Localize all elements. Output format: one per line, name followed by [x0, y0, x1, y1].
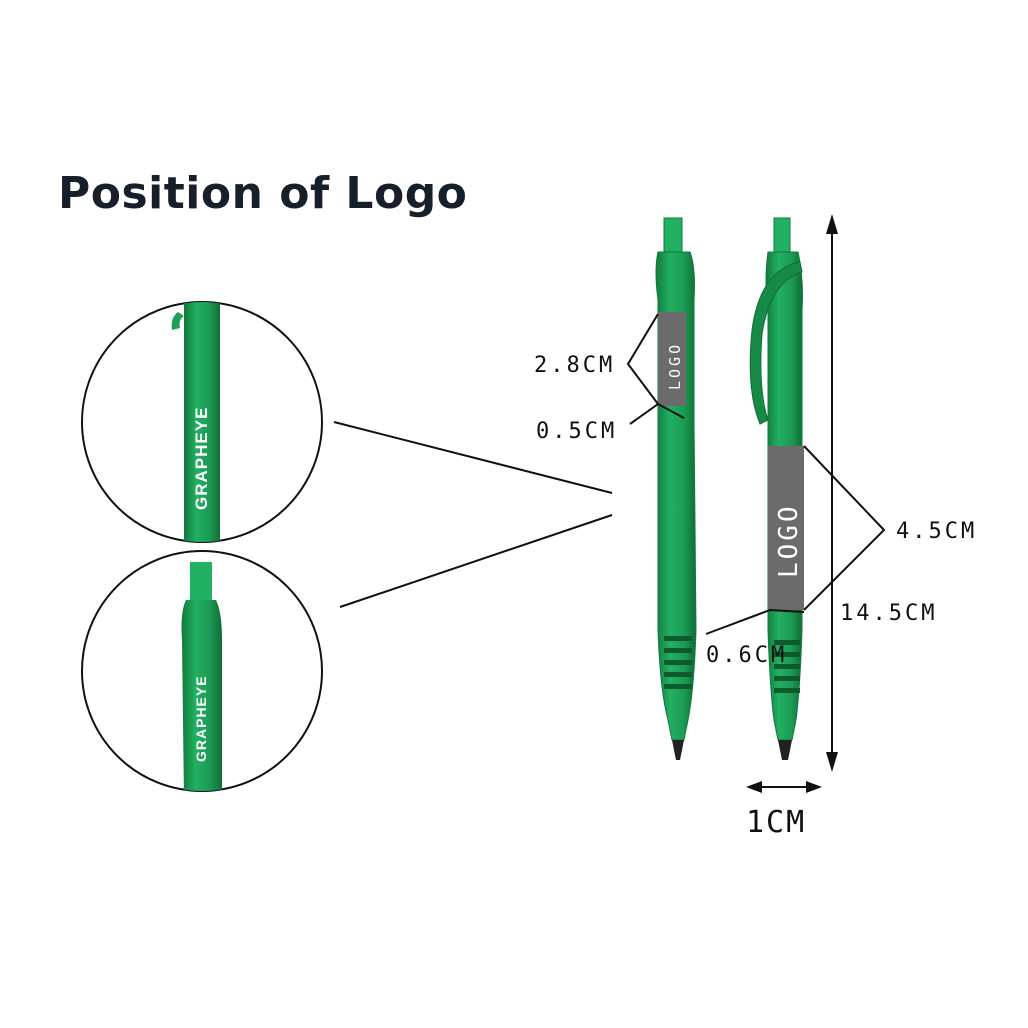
dim-side-total-length: 14.5CM	[840, 601, 937, 626]
pen-side-plunger	[773, 217, 791, 253]
pen-side-grip	[774, 640, 800, 693]
pen-front-plunger	[663, 217, 683, 253]
zoom-pen-body	[181, 600, 222, 791]
pen-side-logo-area	[768, 446, 804, 610]
dim-bracket-front-width	[629, 402, 685, 425]
connector-line-bottom	[339, 514, 613, 608]
pen-front-logo-label: LOGO	[666, 342, 684, 390]
dim-pen-width-arrow	[746, 781, 822, 793]
zoom-circle-bottom: GRAPHEYE	[81, 550, 323, 792]
dim-bracket-side-length	[803, 445, 886, 611]
page-title: Position of Logo	[58, 168, 468, 219]
pen-side-logo-label: LOGO	[774, 503, 804, 578]
pen-side-tip	[778, 740, 792, 760]
pen-side-clip	[749, 261, 803, 425]
dim-front-logo-width: 0.5CM	[536, 419, 617, 444]
dim-front-logo-length: 2.8CM	[534, 353, 615, 378]
dim-total-length-arrow	[826, 214, 838, 772]
zoom-pen-clip	[171, 312, 184, 330]
pen-front-grip	[664, 636, 692, 689]
connector-line-top	[333, 421, 613, 494]
pen-front-view: LOGO	[655, 217, 697, 760]
dim-bracket-front-length	[626, 313, 659, 405]
pen-front-tip	[672, 740, 684, 760]
dim-bracket-side-width	[705, 608, 805, 635]
zoom-circle-top: GRAPHEYE	[81, 301, 323, 543]
dim-side-logo-width: 0.6CM	[706, 643, 787, 668]
dim-side-logo-length: 4.5CM	[896, 519, 977, 544]
zoom-pen-plunger	[190, 562, 212, 600]
zoom-pen-barrel	[184, 302, 220, 542]
pen-side-view: LOGO	[749, 217, 804, 760]
zoom-bottom-brand: GRAPHEYE	[193, 675, 209, 762]
zoom-top-brand: GRAPHEYE	[192, 407, 211, 510]
pen-front-logo-area	[658, 312, 686, 406]
dim-side-pen-width: 1CM	[746, 805, 806, 840]
